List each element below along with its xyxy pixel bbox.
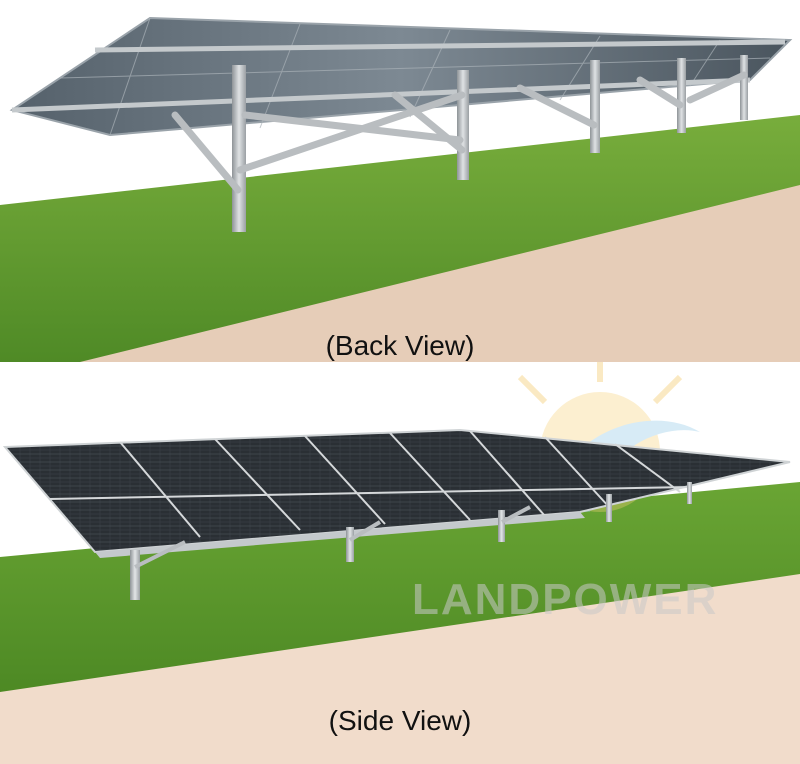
- side-view-caption: (Side View): [328, 705, 472, 736]
- grass-strip: [0, 115, 800, 362]
- back-view-panel: (Back View): [0, 0, 800, 362]
- grass-strip: [0, 482, 800, 692]
- support-rails: [11, 39, 786, 113]
- bottom-rail: [95, 512, 585, 558]
- landpower-watermark-text: LANDPOWER: [412, 575, 719, 624]
- diagonal-braces: [171, 71, 748, 194]
- back-view-illustration: [0, 16, 800, 362]
- diagonal-braces: [134, 505, 531, 569]
- panel-frames: [49, 430, 691, 538]
- side-view-panel: LANDPOWER (Side View): [0, 362, 800, 764]
- back-view-caption: (Back View): [325, 330, 475, 361]
- side-view-illustration: [0, 362, 800, 764]
- support-posts: [130, 482, 692, 600]
